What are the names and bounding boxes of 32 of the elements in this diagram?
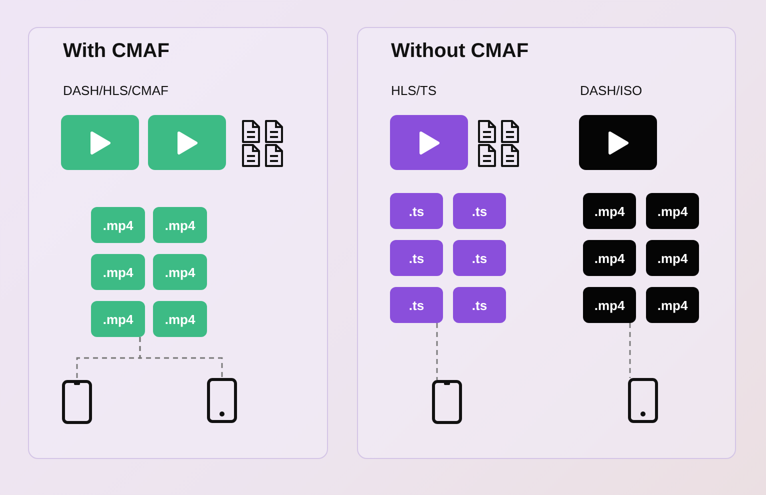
file-tile: .mp4: [646, 240, 699, 276]
file-tile: .mp4: [91, 301, 145, 337]
file-tile: .mp4: [583, 287, 636, 323]
file-tile: .mp4: [153, 301, 207, 337]
file-tile: .mp4: [646, 287, 699, 323]
smartphone-icon: [207, 378, 237, 423]
format-label: DASH/ISO: [580, 83, 642, 98]
file-tile: .ts: [390, 287, 443, 323]
smartphone-icon: [62, 380, 92, 424]
panel-card: [357, 27, 736, 459]
connector-line: [436, 323, 438, 380]
file-tile: .ts: [453, 287, 506, 323]
panel-heading: With CMAF: [63, 40, 170, 63]
format-label: HLS/TS: [391, 83, 437, 98]
file-tile: .ts: [390, 193, 443, 229]
connector-line: [139, 337, 223, 378]
panel-heading: Without CMAF: [391, 40, 529, 63]
file-tile: .mp4: [646, 193, 699, 229]
smartphone-icon: [628, 378, 658, 423]
file-tile: .ts: [453, 193, 506, 229]
file-tile: .mp4: [583, 240, 636, 276]
file-tile: .mp4: [153, 207, 207, 243]
file-tile: .mp4: [91, 207, 145, 243]
file-tile: .ts: [453, 240, 506, 276]
file-tile: .mp4: [583, 193, 636, 229]
file-tile: .ts: [390, 240, 443, 276]
panel-card: [28, 27, 328, 459]
connector-line: [629, 323, 631, 378]
format-label: DASH/HLS/CMAF: [63, 83, 168, 98]
file-tile: .mp4: [91, 254, 145, 290]
file-tile: .mp4: [153, 254, 207, 290]
smartphone-icon: [432, 380, 462, 424]
